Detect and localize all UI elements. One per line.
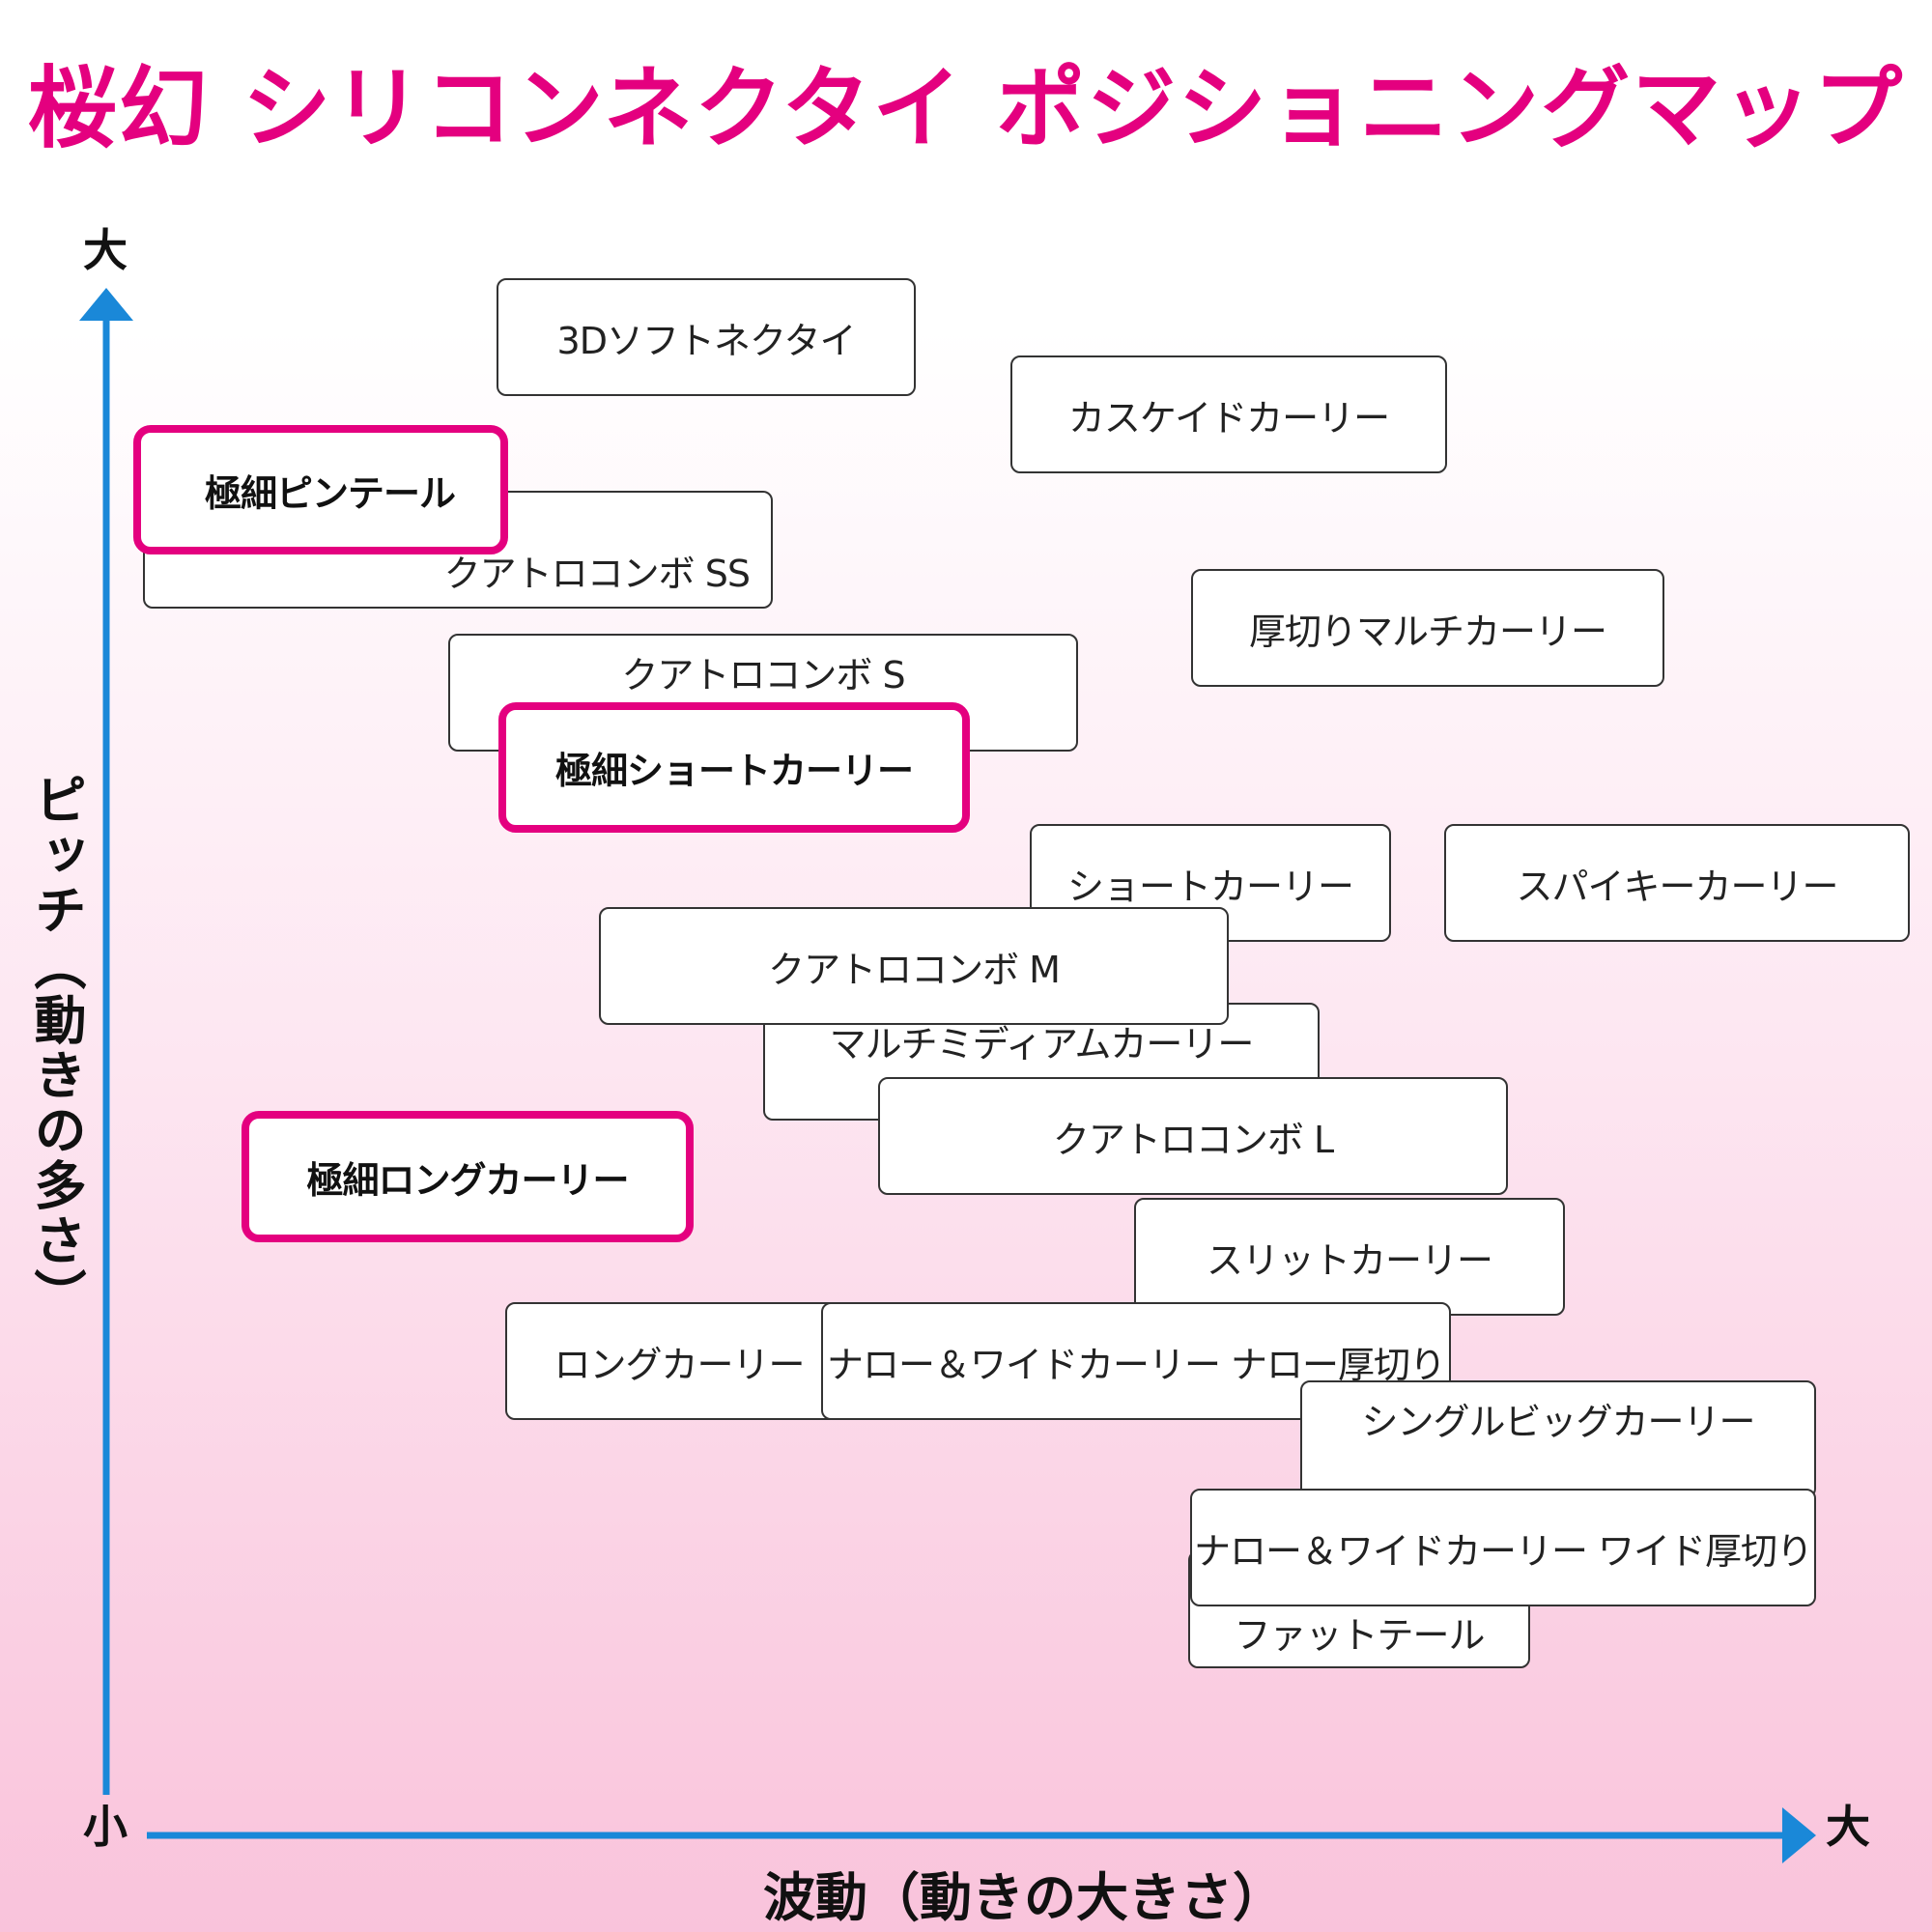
product-long-curly: ロングカーリー — [505, 1302, 853, 1420]
product-single-big-curly: シングルビッグカーリー — [1300, 1380, 1816, 1498]
product-spiky-curly: スパイキーカーリー — [1444, 824, 1910, 942]
product-3d-soft-necktie: 3Dソフトネクタイ — [497, 278, 916, 396]
x-axis-label: 波動（動きの大きさ） — [763, 1867, 1285, 1928]
x-axis-arrowhead — [1782, 1807, 1816, 1863]
product-gokuboso-long-curly: 極細ロングカーリー — [242, 1111, 694, 1242]
x-axis-high-label: 大 — [1826, 1801, 1870, 1853]
product-cascade-curly: カスケイドカーリー — [1010, 355, 1447, 473]
product-gokuboso-short-curly: 極細ショートカーリー — [498, 702, 970, 833]
product-slit-curly: スリットカーリー — [1134, 1198, 1565, 1316]
product-narrow-wide-wide-atsugiri: ナロー＆ワイドカーリー ワイド厚切り — [1190, 1489, 1816, 1606]
y-axis-high-label: 大 — [83, 224, 128, 276]
origin-low-label: 小 — [83, 1801, 128, 1853]
product-gokuboso-pintail: 極細ピンテール — [133, 425, 508, 554]
product-atsugiri-multi-curly: 厚切りマルチカーリー — [1191, 569, 1664, 687]
y-axis-arrowhead — [79, 288, 133, 321]
y-axis-label: ピッチ（動きの多さ） — [25, 773, 86, 1323]
product-quattro-combo-l: クアトロコンボ L — [878, 1077, 1508, 1195]
product-quattro-combo-m: クアトロコンボ M — [599, 907, 1229, 1025]
page-title: 桜幻 シリコンネクタイ ポジショニングマップ — [27, 57, 1905, 160]
